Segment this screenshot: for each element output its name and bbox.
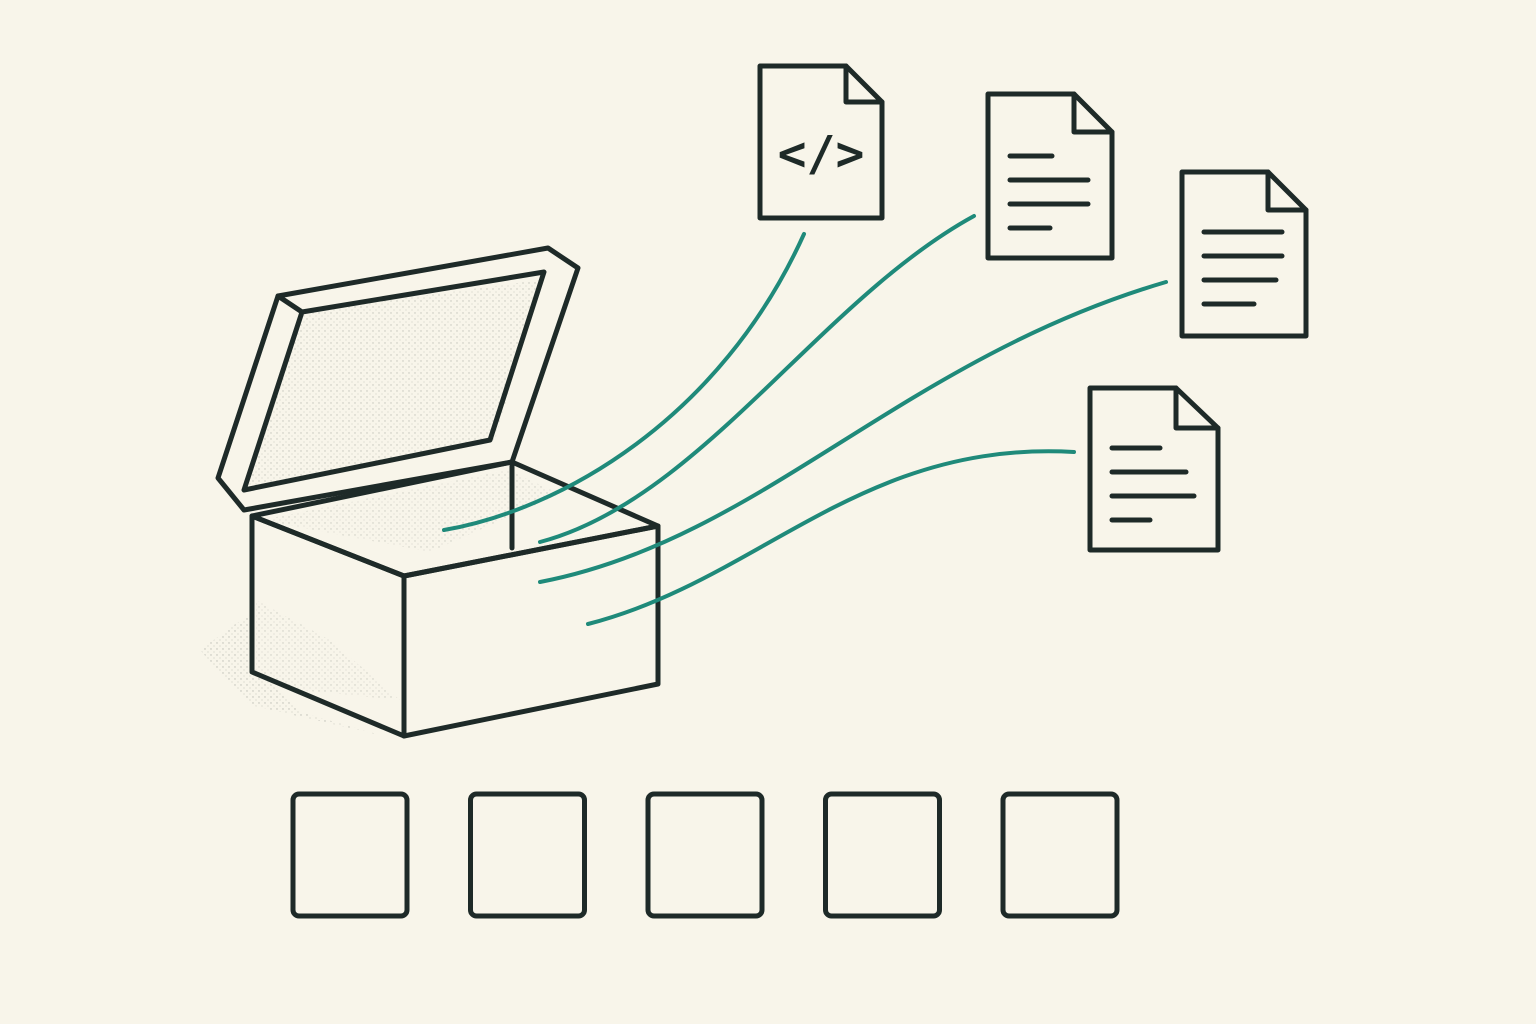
empty-slot — [468, 791, 587, 919]
text-document-icon — [985, 91, 1115, 261]
flow-line-2 — [538, 214, 976, 544]
flow-line-3 — [538, 280, 1168, 584]
box-ground-shadow — [200, 612, 380, 735]
open-box-icon — [200, 245, 661, 739]
text-document-icon — [1087, 385, 1221, 553]
box-lid — [215, 245, 581, 513]
flow-lines — [442, 214, 1168, 626]
box-front-face — [401, 523, 661, 739]
box-side-face — [249, 513, 407, 739]
code-file-icon: </> — [757, 63, 885, 221]
empty-slot — [823, 791, 942, 919]
box-lid-shade — [245, 280, 540, 492]
box-side-shade — [256, 600, 400, 700]
slot-row — [290, 791, 1120, 919]
flow-line-4 — [586, 449, 1076, 626]
flow-line-1 — [442, 232, 806, 532]
box-lid-inner-rim — [241, 269, 547, 493]
text-document-icon — [1179, 169, 1309, 339]
empty-slot — [1000, 791, 1120, 919]
code-glyph: </> — [778, 126, 865, 182]
box-inner-shade — [262, 470, 560, 552]
empty-slot — [290, 791, 410, 919]
empty-slot — [645, 791, 765, 919]
